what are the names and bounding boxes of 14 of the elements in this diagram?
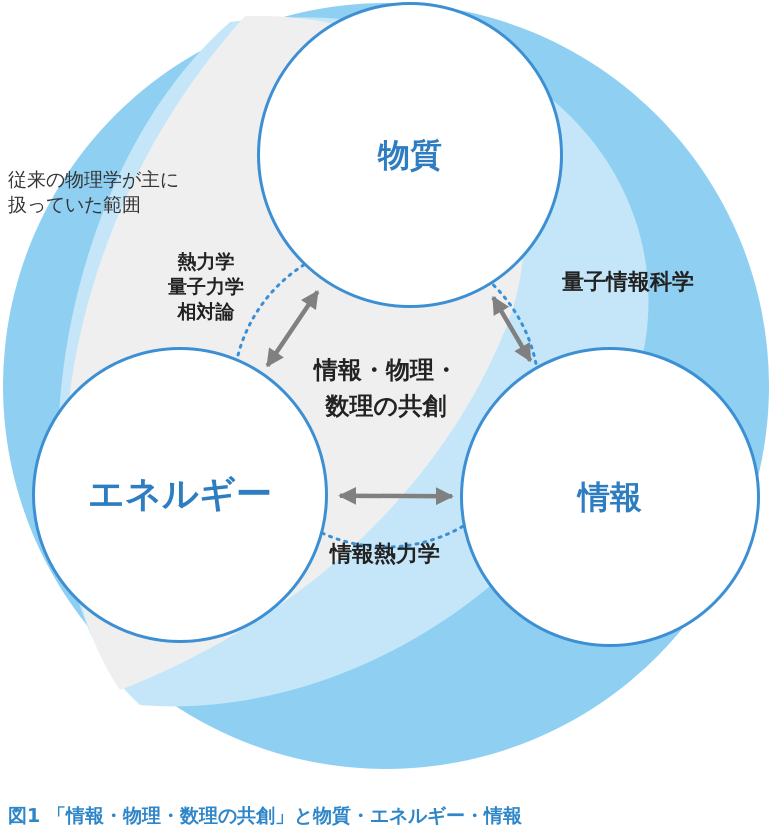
edge-label: 量子情報科学 <box>562 269 694 296</box>
double-arrow <box>491 296 532 362</box>
center-label: 情報・物理・数理の共創 <box>312 355 459 422</box>
double-arrow <box>266 290 320 368</box>
node-label: 情報 <box>578 477 642 518</box>
figure-caption: 図1 「情報・物理・数理の共創」と物質・エネルギー・情報 <box>8 804 522 829</box>
annotation-text: 従来の物理学が主に扱っていた範囲 <box>8 168 180 218</box>
double-arrow <box>338 486 454 506</box>
term-label: 量子力学 <box>168 274 244 300</box>
term-label: 相対論 <box>178 300 234 324</box>
term-label: 熱力学 <box>178 250 234 274</box>
node-label: 物質 <box>378 135 442 176</box>
node-label: エネルギー <box>88 473 272 517</box>
edge-label: 情報熱力学 <box>330 541 440 568</box>
